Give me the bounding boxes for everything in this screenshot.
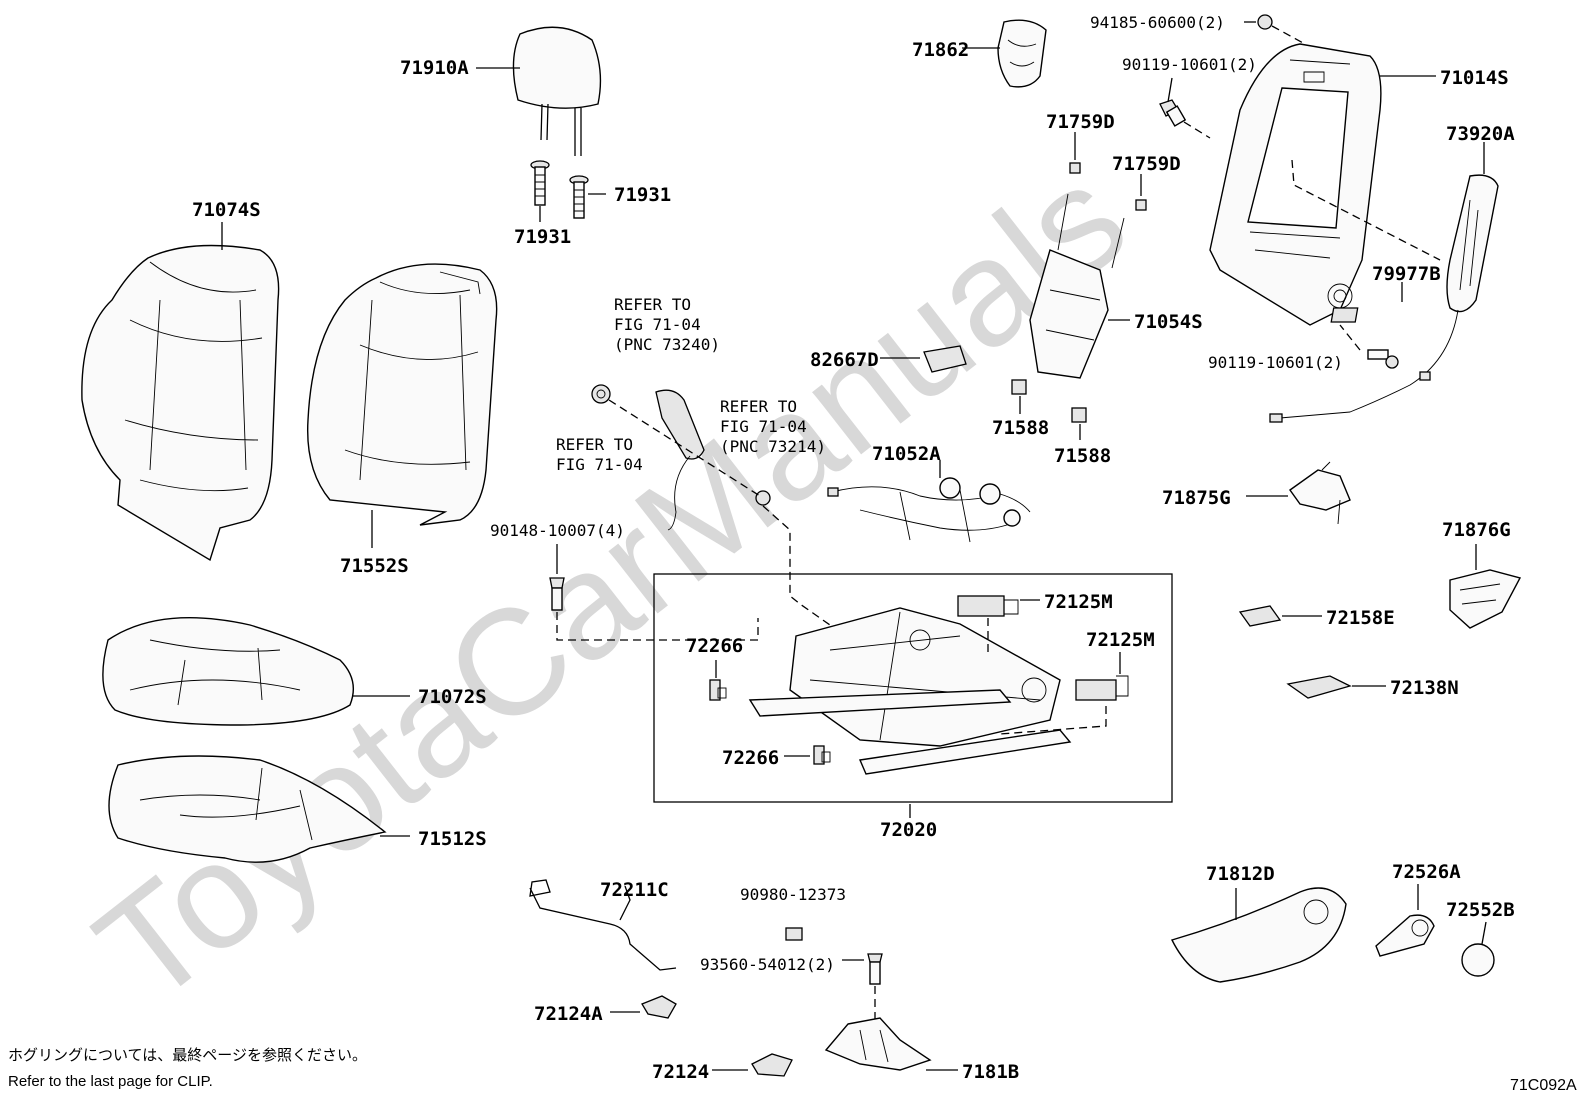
label-71074S: 71074S [192,199,261,221]
label-7181B: 7181B [962,1061,1019,1083]
label-71876G: 71876G [1442,519,1511,541]
svg-text:FIG 71-04: FIG 71-04 [614,315,701,334]
cover-72124A[interactable] [641,995,677,1019]
label-71875G: 71875G [1162,487,1231,509]
label-71072S: 71072S [418,686,487,708]
bolt-93560-54012[interactable] [867,953,883,985]
svg-text:FIG 71-04: FIG 71-04 [556,455,643,474]
clip-71588-right[interactable] [1071,407,1087,423]
seatbelt-buckle[interactable] [655,389,705,531]
cover-71875G[interactable] [1289,461,1351,525]
part-82667D[interactable] [923,345,967,373]
label-90148-10007: 90148-10007(4) [490,521,625,540]
label-71910A: 71910A [400,57,469,79]
reference-note-fig-71-04: REFER TO FIG 71-04 [556,435,643,474]
note-japanese: ホグリングについては、最終ページを参照ください。 [8,1047,367,1064]
svg-text:(PNC 73214): (PNC 73214) [720,437,826,456]
label-71812D: 71812D [1206,863,1275,885]
label-72211C: 72211C [600,879,669,901]
seat-shield-71812D[interactable] [1170,887,1347,983]
label-72526A: 72526A [1392,861,1461,883]
label-71588-right: 71588 [1054,445,1111,467]
svg-text:(PNC 73240): (PNC 73240) [614,335,720,354]
label-90119-10601-upper: 90119-10601(2) [1122,55,1257,74]
clip-71759D-right[interactable] [1135,199,1147,211]
headrest-guide-71931-right[interactable] [569,175,589,219]
lumbar-support-71054S[interactable] [1029,193,1125,379]
label-72124: 72124 [652,1061,709,1083]
label-71759D-right: 71759D [1112,153,1181,175]
actuator-72125M-upper[interactable] [957,595,1019,617]
label-71588-left: 71588 [992,417,1049,439]
seat-track-assembly-72020[interactable] [653,573,1173,803]
bolt-90119-10601-lower[interactable] [1367,349,1399,369]
cover-72124[interactable] [751,1053,793,1077]
label-72266-upper: 72266 [686,635,743,657]
label-71512S: 71512S [418,828,487,850]
label-94185-60600: 94185-60600(2) [1090,13,1225,32]
cap-72552B[interactable] [1461,943,1495,977]
label-71052A: 71052A [872,443,941,465]
label-82667D: 82667D [810,349,879,371]
label-73920A: 73920A [1446,123,1515,145]
label-71931-left: 71931 [514,226,571,248]
nut-94185-60600[interactable] [1257,14,1273,30]
seat-cushion-pad-71512S[interactable] [108,755,387,863]
svg-text:REFER TO: REFER TO [614,295,691,314]
part-71862[interactable] [997,19,1047,88]
label-71054S: 71054S [1134,311,1203,333]
reference-note-pnc-73214: REFER TO FIG 71-04 (PNC 73214) [720,397,826,456]
label-72124A: 72124A [534,1003,603,1025]
note-clip: Refer to the last page for CLIP. [8,1073,213,1090]
headrest-71910A[interactable] [512,26,602,156]
label-72138N: 72138N [1390,677,1459,699]
label-71862: 71862 [912,39,969,61]
svg-text:REFER TO: REFER TO [720,397,797,416]
side-airbag-73920A[interactable] [1269,174,1499,423]
label-71759D-left: 71759D [1046,111,1115,133]
bolt-90148-10007[interactable] [549,577,565,611]
label-90119-10601-lower: 90119-10601(2) [1208,353,1343,372]
rod-72211C[interactable] [529,879,677,971]
cover-72138N[interactable] [1286,675,1352,699]
seatback-pad-71552S[interactable] [306,263,498,526]
label-72552B: 72552B [1446,899,1515,921]
seatback-cover-71074S[interactable] [81,244,280,562]
label-79977B[interactable] [1330,307,1359,323]
clip-72266-lower[interactable] [813,745,831,765]
seat-cushion-cover-71072S[interactable] [102,617,354,726]
cover-71876G[interactable] [1449,569,1522,629]
reference-note-pnc-73240: REFER TO FIG 71-04 (PNC 73240) [614,295,720,354]
bracket-7181B[interactable] [824,1017,932,1071]
cover-72158E[interactable] [1238,605,1282,627]
nut-center[interactable] [755,490,771,506]
svg-text:REFER TO: REFER TO [556,435,633,454]
headrest-guide-71931-left[interactable] [530,160,550,206]
bolt-90119-10601-upper[interactable] [1159,99,1187,127]
clip-71759D-left[interactable] [1069,162,1081,174]
actuator-72125M-lower[interactable] [1075,675,1129,701]
recliner-knob-72526A[interactable] [1375,914,1435,957]
label-71014S: 71014S [1440,67,1509,89]
seatback-frame-71014S[interactable] [1209,43,1382,326]
label-71931-right: 71931 [614,184,671,206]
label-90980-12373: 90980-12373 [740,885,846,904]
label-71552S: 71552S [340,555,409,577]
label-93560-54012: 93560-54012(2) [700,955,835,974]
wire-harness-71052A[interactable] [827,477,1031,543]
label-72125M-lower: 72125M [1086,629,1155,651]
label-72020: 72020 [880,819,937,841]
nut-left-upper[interactable] [591,384,611,404]
figure-code: 71C092A [1510,1077,1577,1094]
clip-90980-12373[interactable] [785,927,803,941]
label-72266-lower: 72266 [722,747,779,769]
label-72158E: 72158E [1326,607,1395,629]
svg-text:FIG 71-04: FIG 71-04 [720,417,807,436]
label-79977B: 79977B [1372,263,1441,285]
label-72125M-upper: 72125M [1044,591,1113,613]
clip-71588-left[interactable] [1011,379,1027,395]
clip-72266-upper[interactable] [709,679,727,701]
